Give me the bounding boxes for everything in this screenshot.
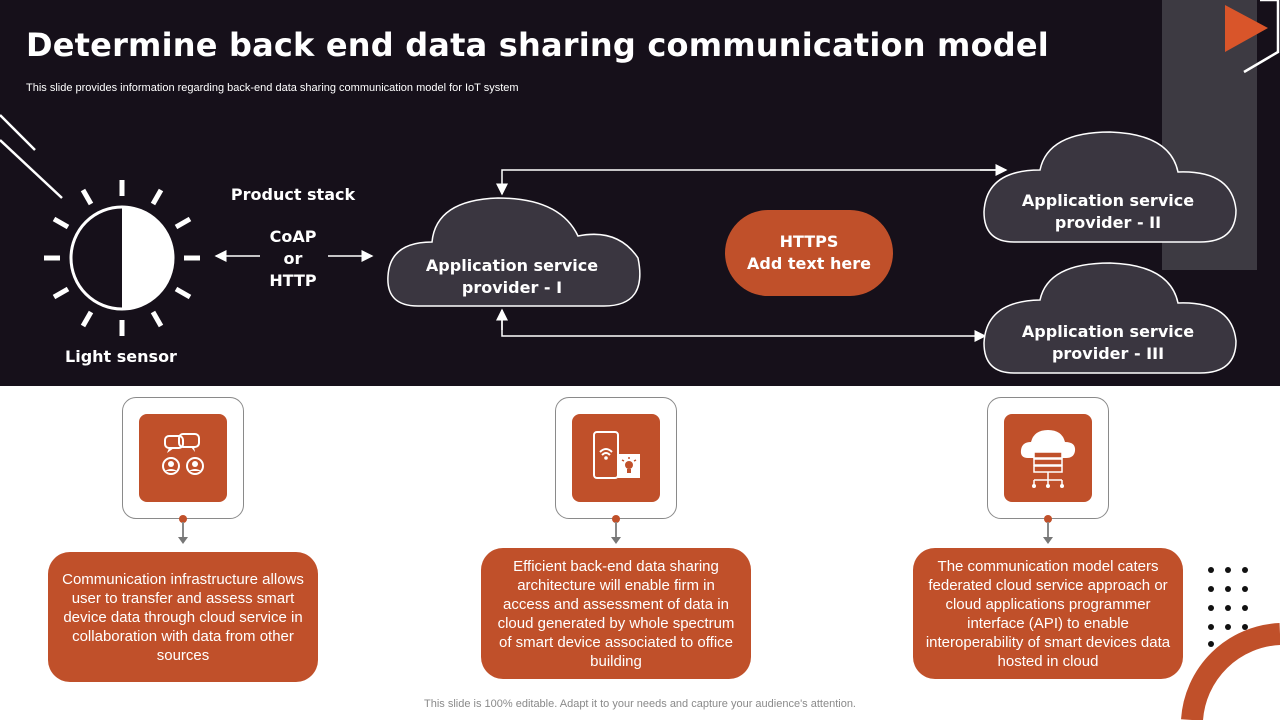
chat-users-icon xyxy=(139,414,227,502)
card-2-icon-frame xyxy=(555,397,677,519)
footer-note: This slide is 100% editable. Adapt it to… xyxy=(424,698,856,710)
card-3-text: The communication model caters federated… xyxy=(913,548,1183,679)
provider-3-line-1: Application service xyxy=(1021,322,1195,341)
route-bottom-to-provider-3 xyxy=(501,310,987,342)
page-title: Determine back end data sharing communic… xyxy=(26,26,1049,64)
decorative-lines xyxy=(0,114,63,199)
protocol-line-1: CoAP xyxy=(269,227,317,246)
smart-device-icon xyxy=(572,414,660,502)
https-label: HTTPS xyxy=(779,232,839,251)
cloud-provider-2 xyxy=(983,131,1237,243)
card-2-connector-dot xyxy=(612,515,620,523)
https-badge: HTTPS Add text here xyxy=(725,210,893,296)
provider-1-line-2: provider - I xyxy=(461,278,563,297)
page-subtitle: This slide provides information regardin… xyxy=(26,82,519,94)
card-1-connector-arrow xyxy=(178,537,188,544)
light-sensor-icon xyxy=(44,180,200,336)
card-1-text: Communication infrastructure allows user… xyxy=(48,552,318,682)
provider-2-label: Application service provider - II xyxy=(1008,190,1208,234)
card-1-connector xyxy=(182,522,184,538)
light-sensor-label: Light sensor xyxy=(65,347,177,366)
protocol-label: CoAP or HTTP xyxy=(243,226,343,292)
play-logo-icon xyxy=(1225,0,1280,74)
cloud-provider-3 xyxy=(983,262,1237,374)
cloud-provider-1 xyxy=(387,197,641,307)
diagram-connectors xyxy=(214,131,1237,374)
decorative-arc xyxy=(1181,623,1280,720)
protocol-line-3: HTTP xyxy=(269,271,317,290)
provider-2-line-2: provider - II xyxy=(1054,213,1162,232)
card-1-icon-frame xyxy=(122,397,244,519)
card-1-connector-dot xyxy=(179,515,187,523)
card-3-icon-frame xyxy=(987,397,1109,519)
card-3-connector-dot xyxy=(1044,515,1052,523)
provider-3-label: Application service provider - III xyxy=(1008,321,1208,365)
card-2-text: Efficient back-end data sharing architec… xyxy=(481,548,751,679)
cloud-server-icon xyxy=(1004,414,1092,502)
provider-1-label: Application service provider - I xyxy=(412,255,612,299)
provider-2-line-1: Application service xyxy=(1021,191,1195,210)
card-2-connector xyxy=(615,522,617,538)
protocol-line-2: or xyxy=(283,249,303,268)
route-top-to-provider-1 xyxy=(496,169,1000,196)
product-stack-label: Product stack xyxy=(230,185,356,204)
provider-1-line-1: Application service xyxy=(425,256,599,275)
https-add-text: Add text here xyxy=(747,254,871,273)
card-2-connector-arrow xyxy=(611,537,621,544)
card-3-connector xyxy=(1047,522,1049,538)
provider-3-line-2: provider - III xyxy=(1051,344,1165,363)
card-3-connector-arrow xyxy=(1043,537,1053,544)
